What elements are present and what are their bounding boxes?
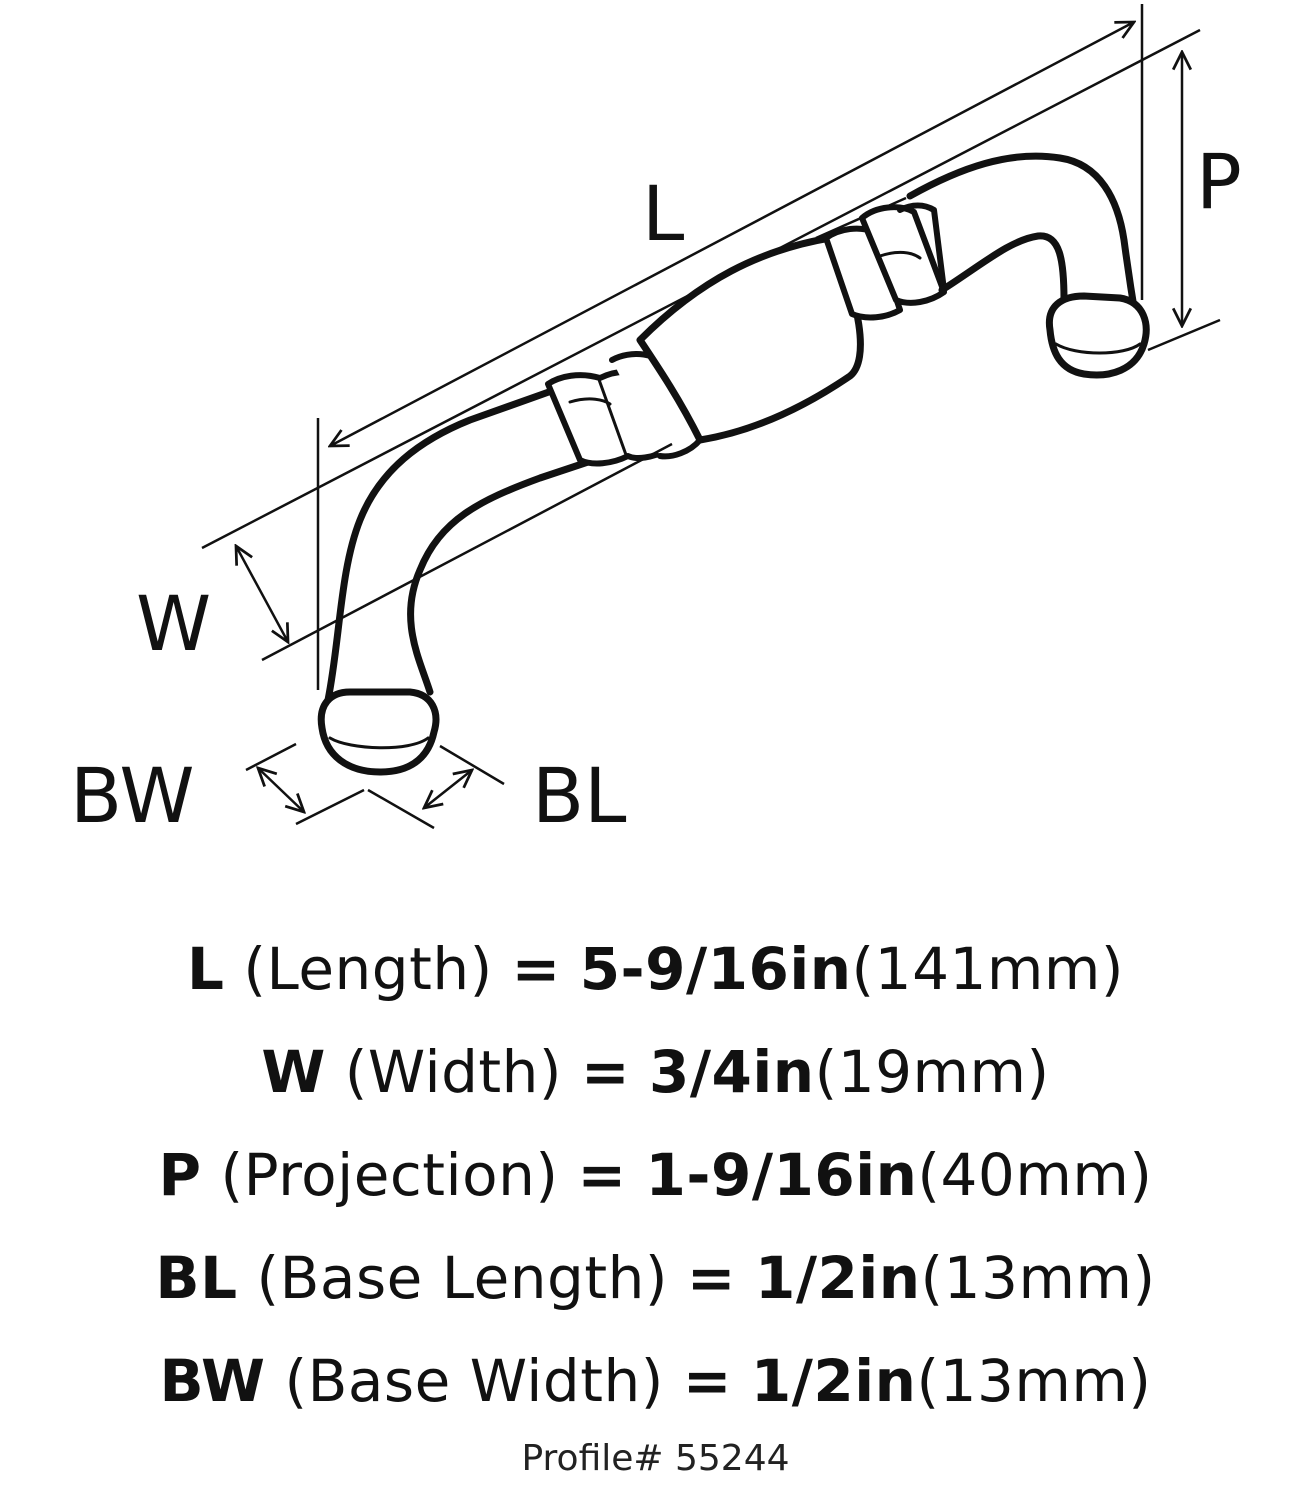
projection-extension-bottom — [1147, 318, 1221, 352]
spec-code: L — [186, 935, 225, 1003]
spec-inch-value: 5-9/16in — [579, 935, 852, 1003]
left-foot — [317, 688, 440, 776]
spec-equals: = — [682, 1347, 732, 1415]
spec-code: P — [158, 1141, 202, 1209]
length-dimension-line — [330, 22, 1134, 446]
spec-base-length: BL (Base Length) = 1/2in(13mm) — [0, 1227, 1311, 1330]
spec-code: BL — [155, 1244, 238, 1312]
spec-inch-value: 1/2in — [750, 1347, 917, 1415]
cabinet-pull-handle — [317, 152, 1150, 776]
dimension-lines — [201, 4, 1221, 830]
base-length-label: BL — [532, 751, 626, 840]
spec-equals: = — [686, 1244, 737, 1312]
spec-length: L (Length) = 5-9/16in(141mm) — [0, 918, 1311, 1021]
spec-inch-value: 1/2in — [754, 1244, 921, 1312]
base-length-extension-left — [367, 788, 435, 830]
width-extension-top — [201, 28, 1201, 550]
right-foot — [1045, 292, 1150, 379]
base-width-dimension-line — [258, 768, 304, 812]
width-extension-bottom — [261, 442, 673, 662]
spec-description: (Width) — [344, 1038, 563, 1106]
spec-code: W — [261, 1038, 326, 1106]
spec-base-width: BW (Base Width) = 1/2in(13mm) — [0, 1330, 1311, 1433]
base-width-extension-left — [245, 742, 297, 772]
handle-dimension-diagram: L P W BW BL — [70, 4, 1242, 840]
spec-description: (Base Width) — [284, 1347, 664, 1415]
spec-mm-value: (141mm) — [851, 935, 1125, 1003]
profile-number: Profile# 55244 — [521, 1438, 790, 1479]
spec-mm-value: (13mm) — [920, 1244, 1156, 1312]
base-length-extension-right — [439, 744, 505, 786]
spec-mm-value: (19mm) — [814, 1038, 1050, 1106]
barrel-reference-line — [815, 196, 907, 240]
spec-width: W (Width) = 3/4in(19mm) — [0, 1021, 1311, 1124]
projection-label: P — [1196, 137, 1242, 226]
width-dimension-line — [236, 546, 288, 642]
base-length-dimension-line — [424, 770, 472, 808]
width-label: W — [136, 579, 211, 668]
left-leg — [324, 384, 604, 704]
length-label: L — [642, 169, 684, 258]
spec-description: (Projection) — [220, 1141, 559, 1209]
base-width-label: BW — [70, 751, 195, 840]
spec-mm-value: (40mm) — [917, 1141, 1153, 1209]
spec-projection: P (Projection) = 1-9/16in(40mm) — [0, 1124, 1311, 1227]
spec-inch-value: 1-9/16in — [645, 1141, 918, 1209]
spec-equals: = — [580, 1038, 631, 1106]
spec-equals: = — [577, 1141, 627, 1209]
spec-inch-value: 3/4in — [649, 1038, 815, 1106]
base-width-extension-right — [295, 788, 365, 826]
dimension-spec-list: L (Length) = 5-9/16in(141mm) W (Width) =… — [0, 918, 1311, 1433]
spec-description: (Length) — [243, 935, 493, 1003]
spec-equals: = — [511, 935, 561, 1003]
spec-description: (Base Length) — [256, 1244, 668, 1312]
spec-code: BW — [159, 1347, 266, 1415]
spec-mm-value: (13mm) — [916, 1347, 1152, 1415]
